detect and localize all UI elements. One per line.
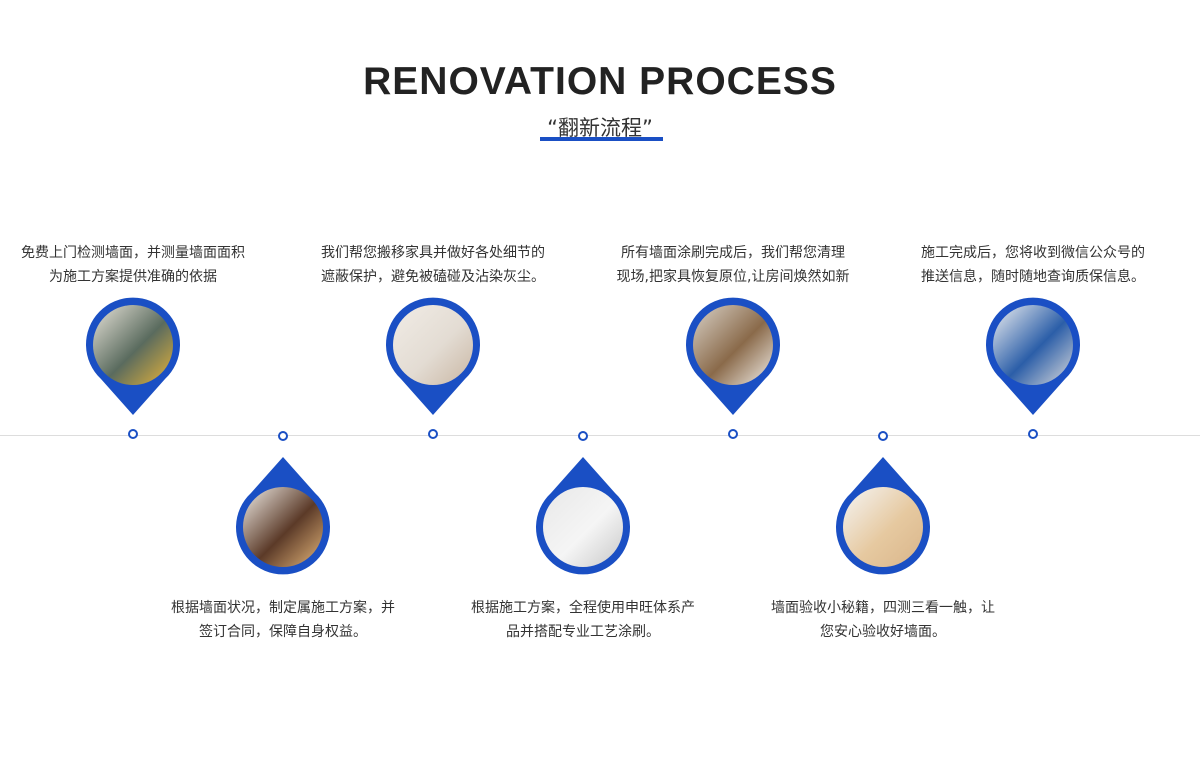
paint-roller-photo [543, 487, 623, 567]
timeline-dot [428, 429, 438, 439]
step-description-line: 根据施工方案，全程使用申旺体系产 [471, 600, 695, 616]
subtitle-underline [540, 137, 663, 141]
timeline-dot [278, 431, 288, 441]
step-pin [383, 297, 483, 417]
step-description: 墙面验收小秘籍，四测三看一触，让您安心验收好墙面。 [738, 596, 1028, 644]
step-description: 根据墙面状况，制定属施工方案，并签订合同，保障自身权益。 [138, 596, 428, 644]
step-pin [83, 297, 183, 417]
protective-covering-photo [393, 305, 473, 385]
page-title: RENOVATION PROCESS [363, 60, 837, 103]
step-description-line: 墙面验收小秘籍，四测三看一触，让 [771, 600, 995, 616]
acceptance-handover-photo [843, 487, 923, 567]
computer-notification-photo [993, 305, 1073, 385]
signing-contract-photo [243, 487, 323, 567]
step-pin [533, 455, 633, 575]
timeline-dot [728, 429, 738, 439]
step-description-line: 免费上门检测墙面，并测量墙面面积 [21, 245, 245, 261]
step-description-line: 推送信息，随时随地查询质保信息。 [921, 269, 1145, 285]
step-description-line: 根据墙面状况，制定属施工方案，并 [171, 600, 395, 616]
timeline-dot [578, 431, 588, 441]
step-pin [983, 297, 1083, 417]
step-pin [683, 297, 783, 417]
step-description-line: 品并搭配专业工艺涂刷。 [506, 624, 660, 640]
step-description: 免费上门检测墙面，并测量墙面面积为施工方案提供准确的依据 [0, 241, 278, 289]
measuring-wall-photo [93, 305, 173, 385]
step-pin [233, 455, 333, 575]
timeline-dot [128, 429, 138, 439]
timeline-line [0, 435, 1200, 436]
step-description-line: 遮蔽保护，避免被磕碰及沾染灰尘。 [321, 269, 545, 285]
step-pin [833, 455, 933, 575]
step-description-line: 签订合同，保障自身权益。 [199, 624, 367, 640]
step-description: 根据施工方案，全程使用申旺体系产品并搭配专业工艺涂刷。 [438, 596, 728, 644]
restored-room-photo [693, 305, 773, 385]
step-description: 我们帮您搬移家具并做好各处细节的遮蔽保护，避免被磕碰及沾染灰尘。 [288, 241, 578, 289]
step-description: 施工完成后，您将收到微信公众号的推送信息，随时随地查询质保信息。 [888, 241, 1178, 289]
step-description-line: 现场,把家具恢复原位,让房间焕然如新 [616, 269, 850, 285]
step-description-line: 为施工方案提供准确的依据 [49, 269, 217, 285]
timeline-dot [878, 431, 888, 441]
step-description-line: 施工完成后，您将收到微信公众号的 [921, 245, 1145, 261]
step-description-line: 我们帮您搬移家具并做好各处细节的 [321, 245, 545, 261]
step-description: 所有墙面涂刷完成后，我们帮您清理现场,把家具恢复原位,让房间焕然如新 [588, 241, 878, 289]
page-subtitle: “翻新流程” [547, 116, 653, 140]
step-description-line: 所有墙面涂刷完成后，我们帮您清理 [621, 245, 845, 261]
timeline-dot [1028, 429, 1038, 439]
step-description-line: 您安心验收好墙面。 [820, 624, 946, 640]
